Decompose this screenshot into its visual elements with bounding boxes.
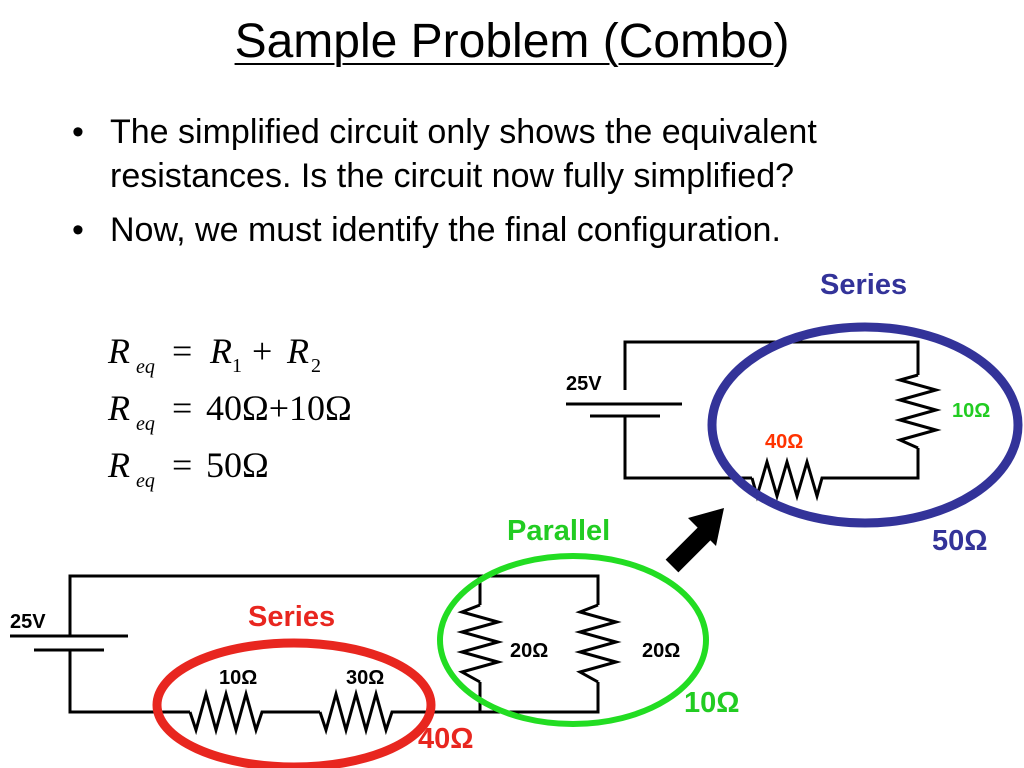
bottom-resistor-20-right	[574, 603, 622, 684]
bottom-circuit-wire-left	[68, 650, 190, 714]
eq2-rhs: 40Ω+10Ω	[206, 388, 352, 428]
page-title: Sample Problem (Combo)	[0, 14, 1024, 69]
top-circuit-wire-bottom	[623, 416, 752, 480]
bullet-list: • The simplified circuit only shows the e…	[72, 110, 972, 262]
bottom-resistor-30	[318, 688, 408, 736]
eq1-r2: R	[286, 331, 309, 371]
bottom-resistor-20-left	[456, 603, 504, 684]
equation-block: R eq = R 1 + R 2 R eq = 40Ω+10Ω R eq = 5…	[107, 331, 352, 492]
bottom-r1-label: 10Ω	[219, 667, 257, 689]
eq1-req-sub: eq	[136, 356, 155, 378]
eq1-plus: +	[252, 331, 272, 371]
top-circuit-wire-right	[855, 448, 920, 480]
bottom-parallel-label: Parallel	[507, 515, 610, 547]
eq2-equals: =	[172, 388, 192, 428]
bullet-text: Now, we must identify the final configur…	[110, 211, 781, 249]
top-resistor-bottom	[750, 456, 855, 502]
eq2-req: R	[107, 388, 130, 428]
page-title-text: Sample Problem (Combo	[234, 15, 774, 68]
bullet-dot: •	[72, 211, 84, 249]
bottom-circuit-wire-top	[68, 574, 600, 636]
top-r-bottom-label: 40Ω	[765, 431, 803, 453]
bottom-series-result: 40Ω	[418, 723, 474, 755]
bullet-item: • The simplified circuit only shows the e…	[72, 110, 972, 198]
bottom-resistor-10	[188, 688, 268, 736]
bottom-r4-label: 20Ω	[642, 640, 680, 662]
top-series-ellipse	[707, 322, 1023, 528]
eq1-req: R	[107, 331, 130, 371]
eq1-r2-sub: 2	[311, 355, 321, 377]
bottom-parallel-result: 10Ω	[684, 687, 740, 719]
arrow-icon	[665, 508, 724, 573]
bottom-series-label: Series	[248, 601, 335, 633]
eq1-r1: R	[209, 331, 232, 371]
top-series-label: Series	[820, 269, 907, 301]
bottom-circuit-wire-right-down	[480, 682, 600, 714]
bullet-text: The simplified circuit only shows the eq…	[110, 113, 817, 195]
bottom-voltage-label: 25V	[10, 611, 46, 633]
eq2-req-sub: eq	[136, 413, 155, 435]
eq3-rhs: 50Ω	[206, 445, 269, 485]
bottom-r2-label: 30Ω	[346, 667, 384, 689]
top-circuit	[566, 340, 942, 502]
bottom-r3-label: 20Ω	[510, 640, 548, 662]
eq1-r1-sub: 1	[232, 355, 242, 377]
bullet-item: • Now, we must identify the final configu…	[72, 208, 972, 252]
eq3-equals: =	[172, 445, 192, 485]
top-result-label: 50Ω	[932, 525, 988, 557]
bottom-circuit	[10, 574, 622, 736]
bullet-dot: •	[72, 113, 84, 151]
page-title-close: )	[773, 15, 790, 68]
bottom-series-ellipse	[152, 638, 436, 768]
top-r-vertical-label: 10Ω	[952, 400, 990, 422]
top-voltage-label: 25V	[566, 373, 602, 395]
top-circuit-wire-top	[623, 340, 920, 390]
top-resistor-vertical	[894, 373, 942, 450]
eq3-req: R	[107, 445, 130, 485]
eq1-equals: =	[172, 331, 192, 371]
eq3-req-sub: eq	[136, 470, 155, 492]
bottom-parallel-ellipse	[437, 553, 709, 727]
